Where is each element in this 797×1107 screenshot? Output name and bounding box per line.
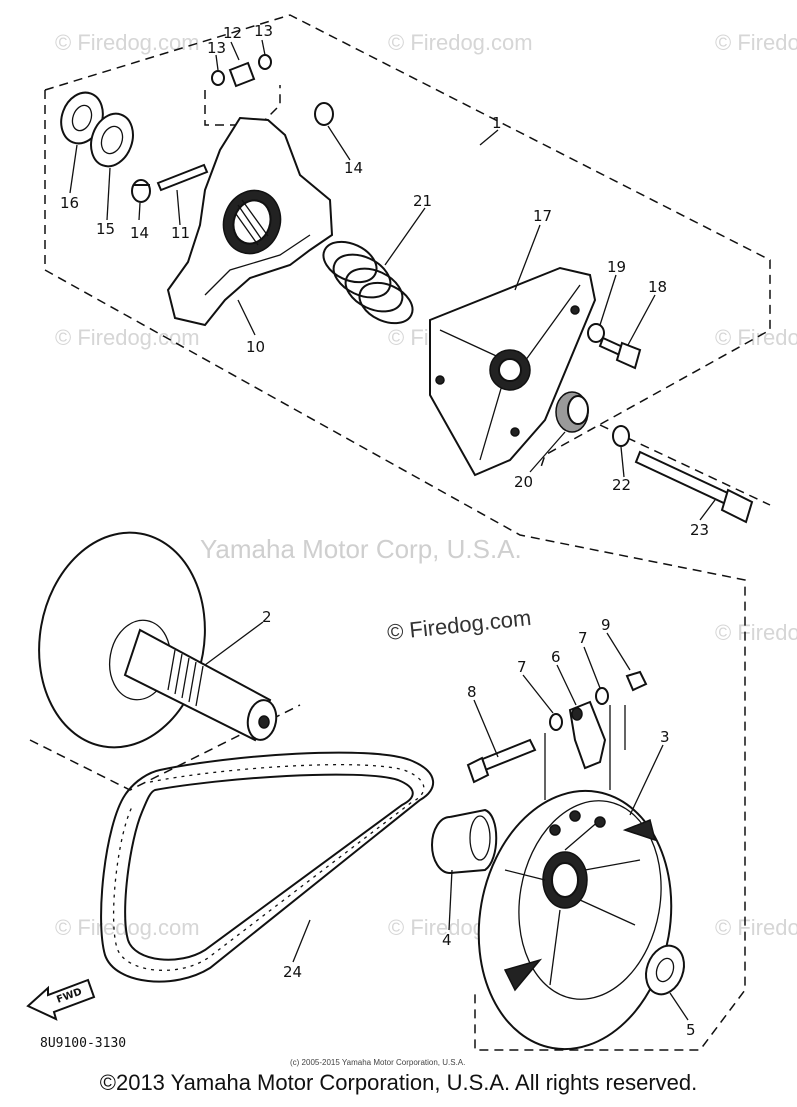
part-14-cap-left — [131, 179, 151, 203]
label-part-16: 16 — [60, 194, 79, 212]
part-17-cover — [429, 266, 597, 477]
label-part-20: 20 — [514, 473, 533, 491]
fwd-arrow-icon: FWD — [26, 978, 96, 1021]
part-18-bolt — [598, 336, 642, 370]
watermark-yamaha: Yamaha Motor Corp, U.S.A. — [200, 534, 522, 564]
label-part-8: 8 — [467, 683, 477, 701]
part-11-pin — [156, 163, 209, 192]
watermark-firedog-12: © Firedog.c — [715, 915, 797, 940]
label-part-11: 11 — [171, 224, 190, 242]
part-20-bushing — [555, 391, 589, 433]
label-part-7b: 7 — [578, 629, 588, 647]
label-part-4: 4 — [442, 931, 452, 949]
label-part-1: 1 — [492, 114, 502, 132]
part-14-cap-right — [314, 102, 334, 126]
part-5-washer — [645, 944, 685, 996]
label-part-6: 6 — [551, 648, 561, 666]
part-19-washer — [587, 323, 605, 343]
label-part-24: 24 — [283, 963, 302, 981]
watermark-firedog-2: © Firedog.com — [388, 30, 533, 55]
part-9-nut — [625, 670, 648, 692]
label-part-12: 12 — [223, 24, 242, 42]
label-part-15: 15 — [96, 220, 115, 238]
group-outline-main — [44, 90, 746, 1051]
part-3-movable-sheave — [477, 789, 673, 1051]
label-part-13a: 13 — [207, 39, 226, 57]
part-13-washer-right — [258, 54, 272, 70]
part-23-bolt — [634, 450, 754, 524]
part-7-washer-left — [549, 713, 563, 731]
diagram-code: 8U9100-3130 — [40, 1036, 126, 1051]
watermark-firedog-1: © Firedog.com — [55, 30, 200, 55]
part-7-washer-right — [595, 687, 609, 705]
part-13-washer-left — [211, 70, 225, 86]
watermark-firedog-9: © Firedog.c — [715, 620, 797, 645]
part-15-washer — [90, 112, 134, 168]
label-part-7a: 7 — [517, 658, 527, 676]
part-21-spring — [322, 240, 414, 325]
label-part-19: 19 — [607, 258, 626, 276]
copyright-footer: ©2013 Yamaha Motor Corporation, U.S.A. A… — [99, 1070, 698, 1095]
part-12-roller — [228, 61, 256, 88]
label-part-5: 5 — [686, 1021, 696, 1039]
part-4-spacer — [431, 808, 498, 874]
label-part-21: 21 — [413, 192, 432, 210]
label-part-13b: 13 — [254, 22, 273, 40]
part-10-spider — [166, 116, 334, 327]
label-part-18: 18 — [648, 278, 667, 296]
label-part-23: 23 — [690, 521, 709, 539]
watermark-firedog-6: © Firedog.c — [715, 325, 797, 350]
label-part-2: 2 — [262, 608, 272, 626]
part-labels: 1 2 3 4 5 6 7 7 8 9 10 11 12 13 13 14 14… — [60, 22, 709, 1039]
small-copyright-notice: (c) 2005-2015 Yamaha Motor Corporation, … — [290, 1058, 465, 1067]
group-outline-top — [44, 14, 771, 471]
part-6-weight — [568, 700, 607, 770]
label-part-14a: 14 — [130, 224, 149, 242]
watermark-firedog-4: © Firedog.com — [55, 325, 200, 350]
label-part-9: 9 — [601, 616, 611, 634]
label-part-22: 22 — [612, 476, 631, 494]
label-part-17: 17 — [533, 207, 552, 225]
leader-lines — [69, 39, 716, 1021]
part-8-bolt — [466, 738, 537, 784]
watermark-firedog-3: © Firedog.c — [715, 30, 797, 55]
part-2-fixed-sheave — [38, 531, 278, 749]
watermark-firedog-8: © Firedog.com — [386, 605, 532, 645]
label-part-14b: 14 — [344, 159, 363, 177]
label-part-3: 3 — [660, 728, 670, 746]
part-22-washer — [612, 425, 630, 447]
label-part-10: 10 — [246, 338, 265, 356]
part-24-belt — [100, 751, 435, 983]
